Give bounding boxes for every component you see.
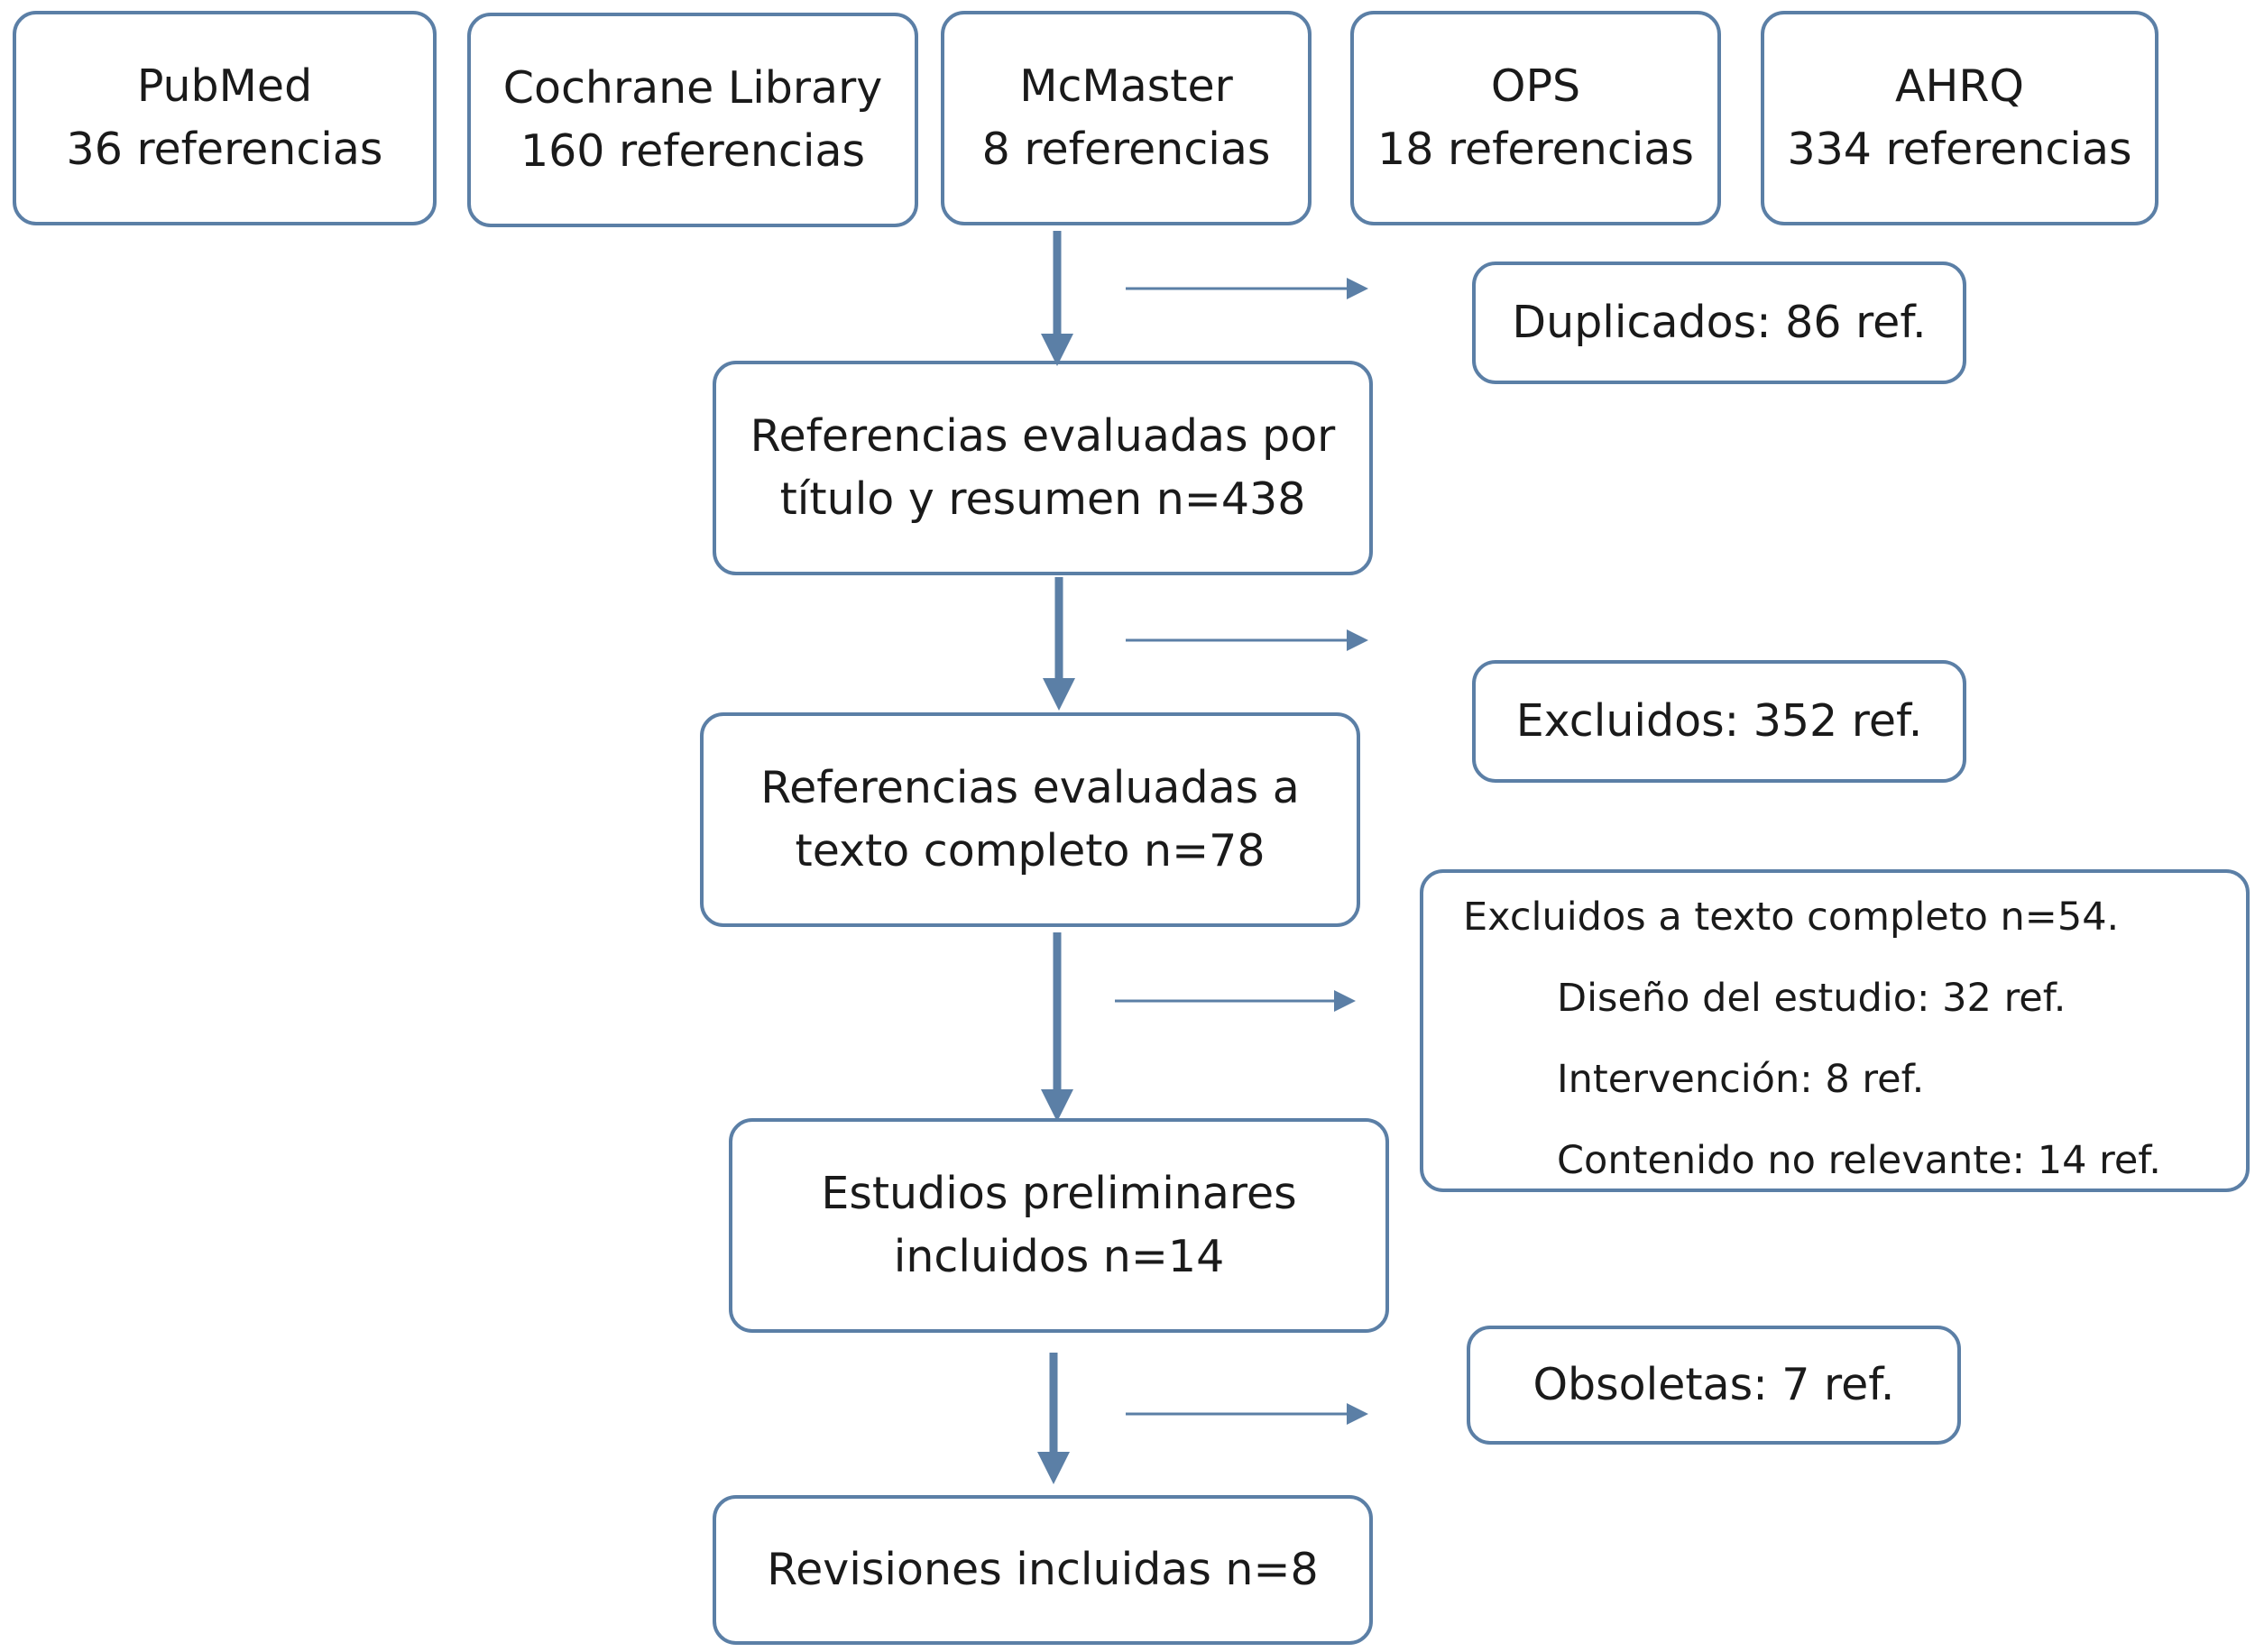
exclusion-text: Duplicados: 86 ref.: [1512, 297, 1927, 348]
source-count: 160 referencias: [520, 125, 866, 177]
flow-text-line: texto completo n=78: [795, 825, 1266, 876]
exclusion-text: Obsoletas: 7 ref.: [1532, 1359, 1895, 1410]
source-box-pubmed: PubMed 36 referencias: [13, 11, 437, 225]
exclusion-title: Excluidos a texto completo n=54.: [1463, 895, 2120, 940]
source-name: PubMed: [136, 60, 313, 112]
source-box-ahrq: AHRQ 334 referencias: [1761, 11, 2158, 225]
source-count: 8 referencias: [981, 124, 1271, 175]
flow-text-line: Estudios preliminares: [821, 1168, 1297, 1219]
flow-text-line: Referencias evaluadas por: [750, 410, 1336, 462]
flow-box-screened: Referencias evaluadas por título y resum…: [713, 361, 1373, 575]
source-name: OPS: [1490, 60, 1581, 112]
exclusion-reason: Contenido no relevante: 14 ref.: [1557, 1138, 2161, 1183]
exclusion-reason: Intervención: 8 ref.: [1557, 1057, 1925, 1102]
exclusion-box-duplicates: Duplicados: 86 ref.: [1472, 262, 1966, 384]
source-box-mcmaster: McMaster 8 referencias: [941, 11, 1312, 225]
exclusion-text: Excluidos: 352 ref.: [1515, 695, 1923, 747]
source-count: 36 referencias: [66, 124, 383, 175]
source-name: McMaster: [1019, 60, 1233, 112]
flow-box-fulltext: Referencias evaluadas a texto completo n…: [700, 712, 1360, 927]
flow-text-line: título y resumen n=438: [779, 473, 1306, 525]
source-box-ops: OPS 18 referencias: [1350, 11, 1721, 225]
source-name: Cochrane Library: [502, 62, 883, 114]
exclusion-box-obsolete: Obsoletas: 7 ref.: [1467, 1326, 1961, 1445]
source-name: AHRQ: [1895, 60, 2024, 112]
flow-box-preliminary: Estudios preliminares incluidos n=14: [729, 1118, 1389, 1333]
flow-text-line: Referencias evaluadas a: [760, 762, 1300, 813]
exclusion-box-excluded: Excluidos: 352 ref.: [1472, 660, 1966, 783]
source-box-cochrane: Cochrane Library 160 referencias: [467, 13, 918, 227]
flow-box-final: Revisiones incluidas n=8: [713, 1495, 1373, 1645]
source-count: 334 referencias: [1787, 124, 2132, 175]
exclusion-reason: Diseño del estudio: 32 ref.: [1557, 976, 2066, 1021]
flow-text-line: Revisiones incluidas n=8: [767, 1544, 1319, 1595]
flow-text-line: incluidos n=14: [893, 1231, 1225, 1282]
source-count: 18 referencias: [1377, 124, 1694, 175]
exclusion-box-fulltext: Excluidos a texto completo n=54. Diseño …: [1420, 869, 2250, 1192]
